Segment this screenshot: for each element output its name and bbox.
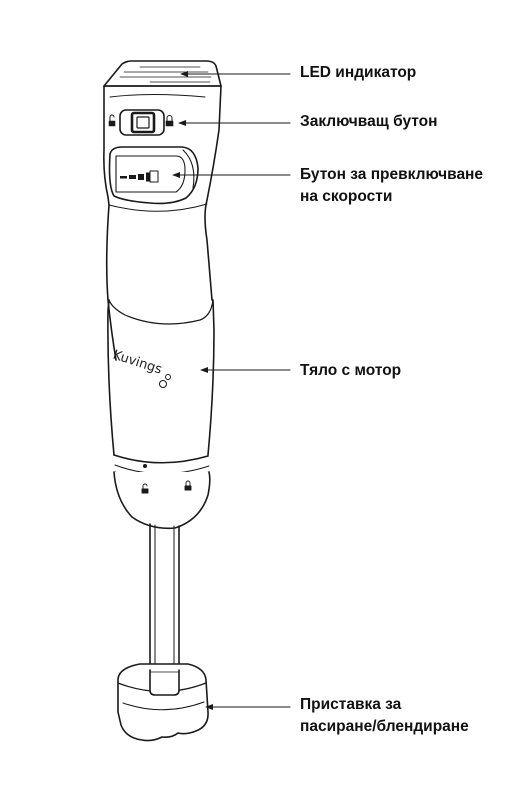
unlock-symbol-icon: [109, 114, 115, 122]
leader-arrows: [172, 71, 291, 710]
blending-shaft: [149, 523, 180, 691]
lock-button: [108, 109, 174, 136]
label-lock-button: Заключващ бутон: [300, 113, 438, 130]
motor-body: Kuvings: [105, 204, 215, 530]
speed-switch: [108, 146, 208, 212]
brand-logo-mark-icon: [159, 380, 167, 388]
brand-logo: Kuvings: [111, 348, 164, 378]
speed-level-icon: [120, 172, 150, 182]
label-speed-switch-line1: Бутон за превключване: [300, 166, 484, 183]
indicator-dot-icon: [143, 464, 147, 468]
release-lock-icons: [141, 480, 192, 494]
label-speed-switch-line2: на скорости: [300, 188, 393, 205]
led-indicator: [119, 66, 212, 83]
label-led-indicator: LED индикатор: [300, 64, 417, 81]
upper-housing: [103, 85, 222, 301]
top-cap: [103, 60, 222, 87]
blending-attachment: [117, 663, 209, 742]
label-motor-body: Тяло с мотор: [300, 362, 402, 379]
lock-symbol-icon: [166, 115, 173, 122]
label-attachment-line2: пасиране/блендиране: [300, 718, 469, 735]
label-attachment-line1: Приставка за: [300, 696, 402, 713]
